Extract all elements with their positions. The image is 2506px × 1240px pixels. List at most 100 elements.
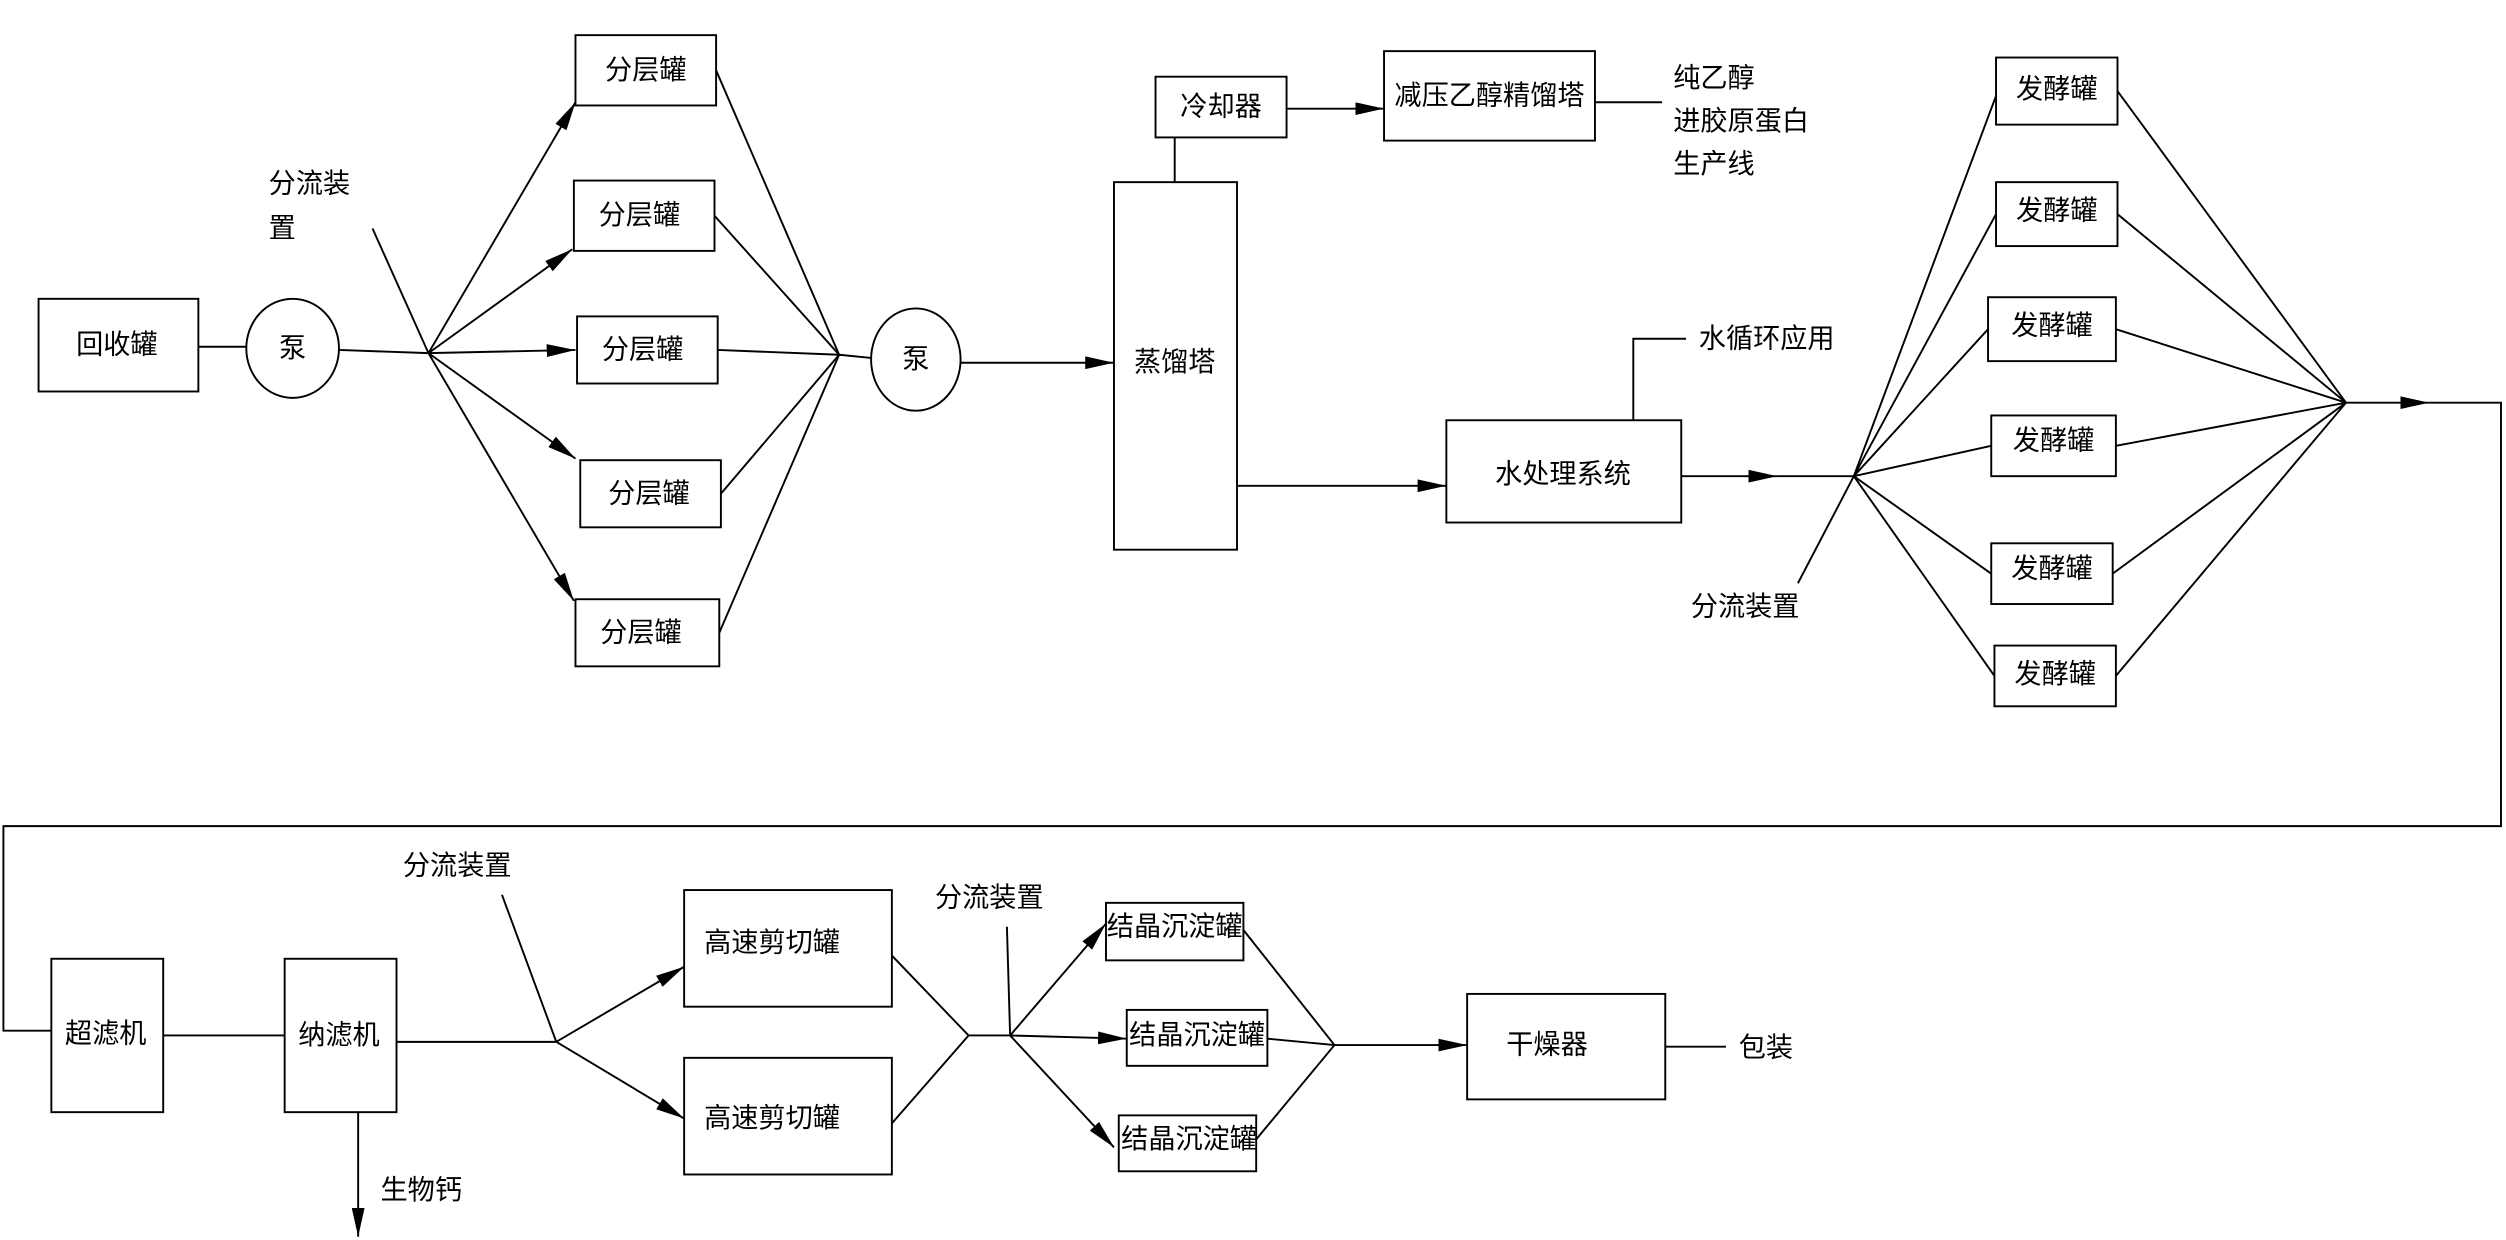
merge-line-shear-1: [891, 954, 970, 1037]
arrow-to-crystal-tank-2: [1010, 1031, 1127, 1045]
water-treatment-box: [1445, 419, 1683, 524]
branch-to-fermentation-4: [1853, 444, 1992, 478]
merge-line-settling-2: [713, 215, 840, 356]
merge-line-fermentation-6: [2115, 402, 2347, 677]
fermentation-tank-6-box: [1993, 644, 2117, 708]
branch-to-fermentation-6: [1853, 475, 1996, 677]
bio-calcium-label: 生物钙: [381, 1175, 462, 1206]
cooler: 冷却器: [1154, 75, 1288, 139]
fermentation-tank-4-box: [1990, 414, 2117, 478]
fermentation-tank-5-box: [1990, 542, 2114, 605]
settling-tank-3: 分层罐: [576, 315, 719, 385]
vacuum-ethanol-tower-label: 减压乙醇精馏塔: [1394, 80, 1584, 111]
connector-fermentation-to-ultrafilter: [2, 401, 2502, 1032]
settling-tank-2: 分层罐: [572, 179, 716, 252]
splitter-label-4: 分流装置: [935, 883, 1044, 914]
vacuum-ethanol-tower: 减压乙醇精馏塔: [1383, 50, 1596, 142]
fermentation-tank-1-label: 发酵罐: [2016, 74, 2097, 105]
connector-pump-to-splitter-1: [338, 348, 429, 355]
crystal-tank-2-box: [1125, 1008, 1269, 1067]
shear-tank-1-box: [683, 889, 893, 1008]
fermentation-tank-5-label: 发酵罐: [2011, 553, 2092, 584]
crystal-tank-3: 结晶沉淀罐: [1117, 1114, 1258, 1173]
ultrafilter-box: [50, 957, 165, 1114]
branch-to-fermentation-5: [1853, 475, 1992, 575]
branch-to-fermentation-2: [1852, 213, 1997, 477]
arrow-to-crystal-tank-1: [1009, 922, 1107, 1037]
pump-2-circle: [870, 307, 962, 412]
ethanol-output-label: 纯乙醇 进胶原蛋白 生产线: [1673, 63, 1809, 180]
shear-tank-2: 高速剪切罐: [683, 1056, 893, 1176]
dryer-label: 干燥器: [1506, 1030, 1587, 1061]
vacuum-ethanol-tower-box: [1383, 50, 1596, 142]
merge-line-crystal-3: [1255, 1044, 1336, 1140]
arrow-to-settling-tank-2: [427, 248, 573, 354]
settling-tank-3-box: [576, 315, 719, 385]
shear-tank-1-label: 高速剪切罐: [704, 927, 840, 958]
merge-line-crystal-1: [1242, 929, 1336, 1046]
shear-tank-2-box: [683, 1056, 893, 1176]
merge-line-shear-2: [891, 1034, 970, 1124]
splitter-3-pointer: [501, 894, 558, 1043]
cooler-box: [1154, 75, 1288, 139]
branch-to-fermentation-1: [1852, 95, 1997, 477]
pump-2: 泵: [870, 307, 962, 412]
fermentation-tank-3: 发酵罐: [1987, 296, 2117, 363]
ethanol-output-line2: 进胶原蛋白: [1673, 106, 1809, 137]
arrow-to-shear-tank-2: [555, 1041, 685, 1120]
fermentation-tank-3-box: [1987, 296, 2117, 363]
merge-line-fermentation-5: [2112, 401, 2347, 575]
ultrafilter-label: 超滤机: [65, 1018, 146, 1049]
water-treatment-label: 水处理系统: [1495, 459, 1631, 490]
settling-tank-2-label: 分层罐: [599, 200, 680, 231]
connector-water-reuse: [1632, 337, 1687, 421]
settling-tank-4-label: 分层罐: [608, 478, 689, 509]
cooler-label: 冷却器: [1180, 92, 1261, 123]
fermentation-tank-6: 发酵罐: [1993, 644, 2117, 708]
crystal-tank-2-label: 结晶沉淀罐: [1129, 1020, 1265, 1051]
packaging-label: 包装: [1739, 1033, 1793, 1064]
shear-tank-2-label: 高速剪切罐: [704, 1103, 840, 1134]
arrow-to-settling-tank-4: [427, 352, 577, 460]
settling-tank-5-box: [574, 598, 721, 668]
splitter-4-pointer: [1005, 926, 1012, 1036]
settling-tank-4: 分层罐: [579, 459, 722, 529]
nanofilter: 纳滤机: [283, 957, 398, 1114]
crystal-tank-1-label: 结晶沉淀罐: [1107, 911, 1243, 942]
merge-line-fermentation-4: [2115, 401, 2347, 447]
settling-tank-5-label: 分层罐: [600, 617, 681, 648]
splitter-label-1: 分流装 置: [269, 168, 350, 244]
settling-tank-1: 分层罐: [574, 34, 718, 107]
ethanol-output-line3: 生产线: [1673, 149, 1754, 180]
fermentation-tank-6-label: 发酵罐: [2014, 659, 2095, 690]
pump-1-label: 泵: [279, 333, 306, 364]
fermentation-tank-5: 发酵罐: [1990, 542, 2114, 605]
dryer: 干燥器: [1466, 992, 1667, 1101]
distillation-tower: 蒸馏塔: [1113, 181, 1238, 551]
merge-line-settling-5: [718, 354, 841, 634]
splitter-label-2: 分流装置: [1691, 592, 1800, 623]
crystal-tank-2: 结晶沉淀罐: [1125, 1008, 1269, 1067]
crystal-tank-3-box: [1117, 1114, 1258, 1173]
dryer-box: [1466, 992, 1667, 1101]
pump-1: 泵: [245, 297, 340, 399]
merge-line-settling-4: [720, 354, 840, 495]
merge-line-fermentation-1: [2116, 90, 2347, 404]
arrow-to-settling-tank-5: [427, 352, 575, 602]
merge-line-settling-3: [717, 348, 840, 356]
merge-line-crystal-2: [1267, 1037, 1335, 1047]
pump-2-label: 泵: [902, 344, 929, 375]
arrow-to-settling-tank-3: [428, 344, 576, 357]
fermentation-tank-1: 发酵罐: [1995, 56, 2119, 126]
fermentation-tank-4-label: 发酵罐: [2013, 426, 2094, 457]
arrow-to-shear-tank-1: [555, 965, 685, 1043]
splitter-label-3: 分流装置: [403, 851, 512, 882]
shear-tank-1: 高速剪切罐: [683, 889, 893, 1008]
merge-line-settling-1: [715, 69, 841, 356]
fermentation-tank-1-box: [1995, 56, 2119, 126]
splitter-2-pointer: [1797, 475, 1855, 584]
settling-tank-2-box: [572, 179, 716, 252]
ultrafilter: 超滤机: [50, 957, 165, 1114]
merge-line-fermentation-2: [2116, 213, 2347, 404]
